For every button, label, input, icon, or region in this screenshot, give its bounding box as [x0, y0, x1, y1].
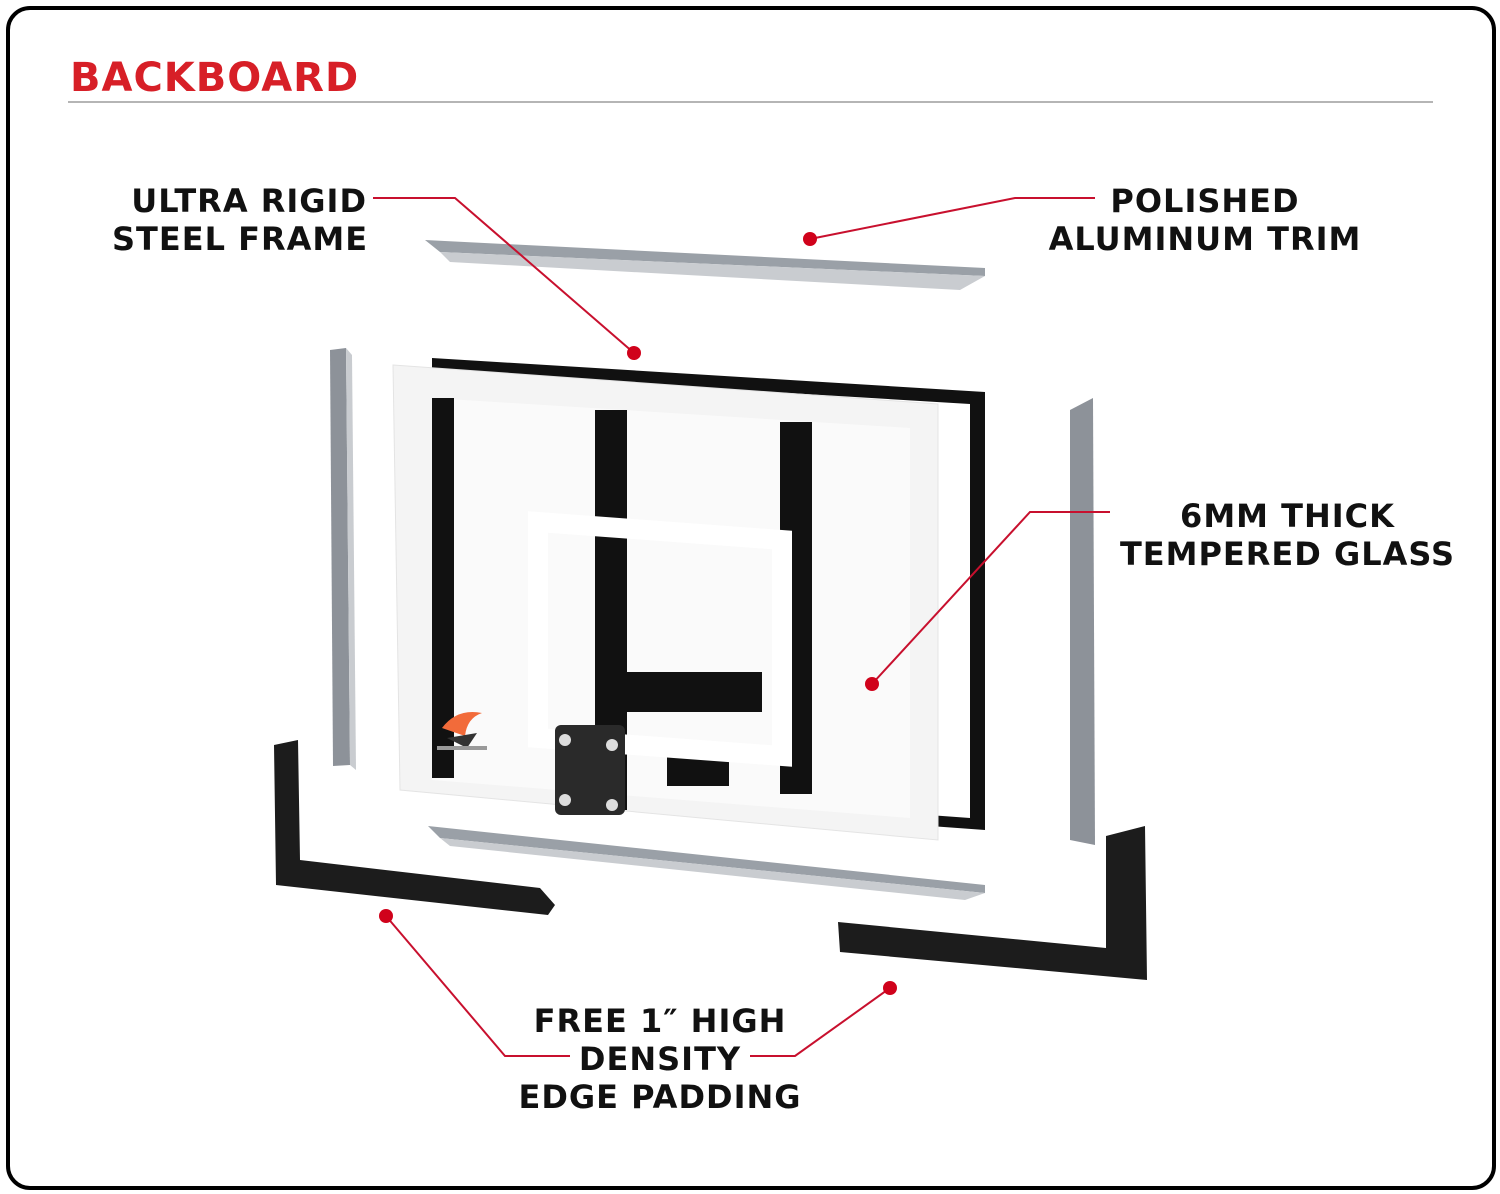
- page-title: BACKBOARD: [70, 55, 360, 101]
- callout-text: TEMPERED GLASS: [1119, 535, 1456, 573]
- callout-text: ULTRA RIGID: [131, 182, 367, 220]
- title-divider: [68, 101, 1433, 103]
- callout-text: FREE 1″ HIGH: [533, 1002, 787, 1040]
- bottom-aluminum-trim: [428, 826, 985, 893]
- frame-bar: [627, 672, 762, 712]
- right-aluminum-trim: [1070, 398, 1095, 845]
- callout-aluminum-trim: POLISHED ALUMINUM TRIM: [1040, 182, 1370, 258]
- shooter-square: [528, 511, 792, 767]
- callout-text: DENSITY: [578, 1040, 742, 1078]
- callout-text: ALUMINUM TRIM: [1048, 220, 1362, 258]
- callout-text: EDGE PADDING: [518, 1078, 802, 1116]
- callout-text: POLISHED: [1110, 182, 1300, 220]
- callout-text: 6MM THICK: [1180, 497, 1395, 535]
- brand-logo: [437, 712, 487, 750]
- right-edge-padding: [838, 826, 1147, 980]
- callout-line-steel-frame: [373, 197, 635, 354]
- callout-dot: [803, 232, 817, 246]
- callout-dot: [627, 346, 641, 360]
- callout-steel-frame: ULTRA RIGID STEEL FRAME: [112, 182, 367, 258]
- callout-line-aluminum-trim: [809, 197, 1095, 240]
- top-aluminum-trim: [425, 240, 985, 276]
- callout-edge-padding: FREE 1″ HIGH DENSITY EDGE PADDING: [505, 1002, 815, 1116]
- callout-line-padding-right: [750, 987, 891, 1057]
- callout-dot: [865, 677, 879, 691]
- left-aluminum-trim: [330, 348, 350, 766]
- callout-line-padding-left: [385, 915, 570, 1057]
- left-edge-padding: [274, 740, 555, 915]
- callout-dot: [883, 981, 897, 995]
- callout-line-tempered-glass: [871, 511, 1110, 685]
- frame-bar: [432, 398, 454, 778]
- callout-text: STEEL FRAME: [112, 220, 369, 258]
- callout-tempered-glass: 6MM THICK TEMPERED GLASS: [1115, 497, 1460, 573]
- callout-dot: [379, 909, 393, 923]
- border-frame: [6, 6, 1496, 1190]
